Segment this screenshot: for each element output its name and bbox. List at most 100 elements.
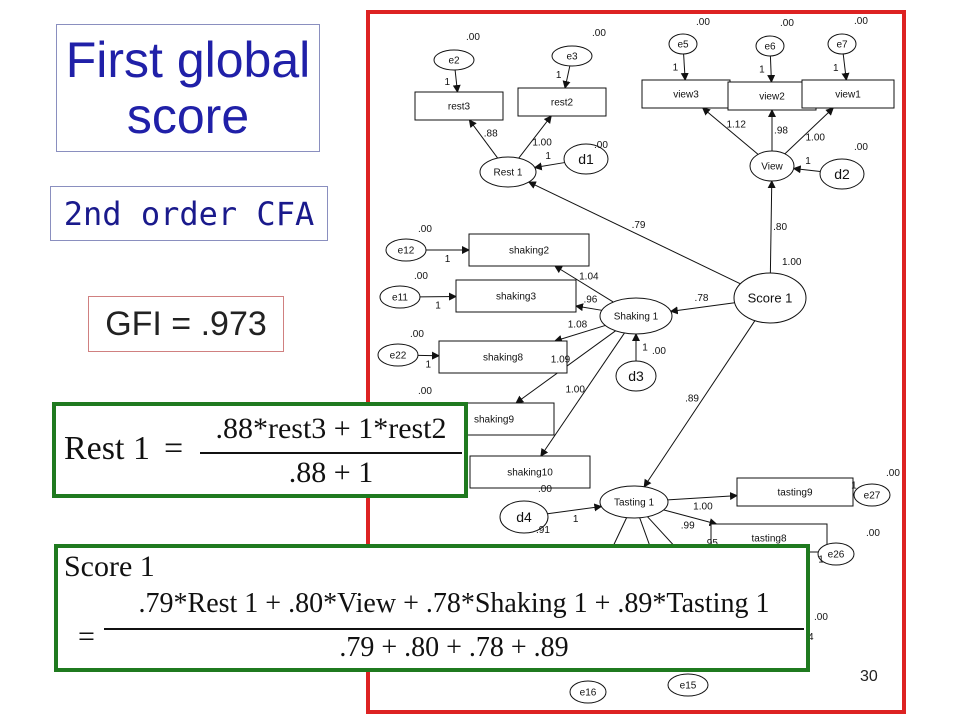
path-shaking1-to-shaking10: [540, 332, 625, 457]
coef-e3-rest2: 1: [556, 70, 562, 81]
variance-label: .00: [814, 612, 828, 623]
node-label-tasting9: tasting9: [777, 488, 812, 499]
latent-rest-1: Rest 1: [479, 156, 537, 188]
node-label-view: View: [761, 162, 783, 173]
variance-label: .00: [854, 16, 868, 27]
coef-shaking1-shaking2: 1.04: [579, 271, 599, 282]
coef-d2-view: 1: [805, 156, 811, 167]
latent-d4: d4: [499, 500, 549, 534]
node-label-e15: e15: [680, 681, 697, 692]
node-label-e6: e6: [764, 42, 776, 53]
coef-e27-tasting9: 1: [851, 480, 857, 491]
score-equation-equals: =: [78, 620, 95, 653]
path-shaking1-to-shaking3: [575, 303, 602, 312]
gfi-label: GFI = .973: [88, 296, 284, 352]
score-fraction-bar: [104, 628, 804, 630]
path-shaking1-to-shaking8: [553, 324, 606, 343]
score-equation-label: Score 1: [64, 550, 155, 583]
coef-view-view2: .98: [774, 126, 788, 137]
coef-e5-view3: 1: [673, 63, 679, 74]
slide-title: First global score: [56, 24, 320, 152]
latent-tasting-1: Tasting 1: [599, 485, 669, 519]
score-constraint-label: 1.00: [782, 257, 802, 268]
node-label-view1: view1: [835, 90, 861, 101]
path-score1-to-tasting1: [643, 320, 756, 488]
latent-view: View: [749, 150, 795, 182]
node-label-shaking8: shaking8: [483, 353, 523, 364]
node-label-rest-1: Rest 1: [494, 168, 523, 179]
diagram-frame: [366, 10, 906, 714]
observed-view1: view1: [801, 79, 895, 109]
coef-e2-rest3: 1: [445, 77, 451, 88]
latent-d3: d3: [615, 360, 657, 392]
node-label-view2: view2: [759, 92, 785, 103]
partial-coef-label: 4: [808, 632, 814, 643]
node-label-e7: e7: [836, 40, 848, 51]
path-rest1-to-rest2: [518, 115, 552, 159]
latent-e16: e16: [569, 680, 607, 704]
latent-e3: e3: [551, 45, 593, 67]
latent-score-1: Score 1: [733, 272, 807, 324]
coef-shaking1-shaking9: 1.09: [551, 355, 571, 366]
observed-shaking3: shaking3: [455, 279, 577, 313]
coef-rest1-rest3: .88: [484, 129, 498, 140]
latent-e5: e5: [668, 33, 698, 55]
coef-rest1-rest2: 1.00: [532, 138, 552, 149]
node-label-view3: view3: [673, 90, 699, 101]
variance-label: .00: [466, 32, 480, 43]
node-label-shaking3: shaking3: [496, 292, 536, 303]
path-e7-to-view1: [841, 53, 850, 81]
path-e5-to-view3: [680, 53, 689, 81]
path-score1-to-shaking1: [669, 302, 735, 315]
latent-shaking-1: Shaking 1: [599, 297, 673, 335]
coef-d4-tasting1: 1: [573, 514, 579, 525]
node-label-shaking-1: Shaking 1: [614, 312, 659, 323]
latent-e15: e15: [667, 673, 709, 697]
coef-score1-tasting1: .89: [685, 394, 699, 405]
observed-tasting9: tasting9: [736, 477, 854, 507]
variance-label: .00: [418, 386, 432, 397]
coef-tasting1-tasting8: .99: [681, 521, 695, 532]
score-equation-numerator: .79*Rest 1 + .80*View + .78*Shaking 1 + …: [138, 588, 770, 619]
observed-rest2: rest2: [517, 87, 607, 117]
variance-label: .00: [652, 346, 666, 357]
coef-e7-view1: 1: [833, 63, 839, 74]
variance-label: .00: [410, 329, 424, 340]
page-number: 30: [860, 668, 878, 685]
latent-e11: e11: [379, 285, 421, 309]
latent-e2: e2: [433, 49, 475, 71]
latent-e27: e27: [853, 483, 891, 507]
latent-d2: d2: [819, 158, 865, 190]
latent-e7: e7: [827, 33, 857, 55]
partial-coef-label: .95: [704, 538, 718, 549]
node-label-e16: e16: [580, 688, 597, 699]
coef-view-view1: 1.00: [805, 132, 825, 143]
score-equation: Score 1 = .79*Rest 1 + .80*View + .78*Sh…: [54, 544, 810, 672]
coef-score1-view: .80: [773, 222, 787, 233]
node-label-e3: e3: [566, 52, 578, 63]
observed-shaking8: shaking8: [438, 340, 568, 374]
latent-d1: d1: [563, 143, 609, 175]
node-label-e22: e22: [390, 351, 407, 362]
latent-e22: e22: [377, 343, 419, 367]
observed-view3: view3: [641, 79, 731, 109]
path-e3-to-rest2: [562, 65, 571, 89]
node-label-e5: e5: [677, 40, 689, 51]
node-label-tasting8: tasting8: [751, 534, 786, 545]
node-label-shaking9: shaking9: [474, 415, 514, 426]
coef-e11-shaking3: 1: [435, 301, 441, 312]
coef-e26-tasting8: 1: [818, 555, 824, 566]
variance-label: .00: [866, 528, 880, 539]
path-view-to-view1: [784, 107, 834, 155]
rest-equation-denominator: .88 + 1: [288, 456, 374, 489]
variance-label: .00: [418, 224, 432, 235]
path-tasting1-to-tasting9: [667, 492, 738, 501]
observed-shaking2: shaking2: [468, 233, 590, 267]
node-label-rest2: rest2: [551, 98, 574, 109]
partial-coef-label: .91: [536, 525, 550, 536]
node-label-e27: e27: [864, 491, 881, 502]
coef-e12-shaking2: 1: [445, 254, 451, 265]
node-label-d2: d2: [834, 166, 850, 182]
rest-equation-equals: =: [164, 430, 184, 467]
